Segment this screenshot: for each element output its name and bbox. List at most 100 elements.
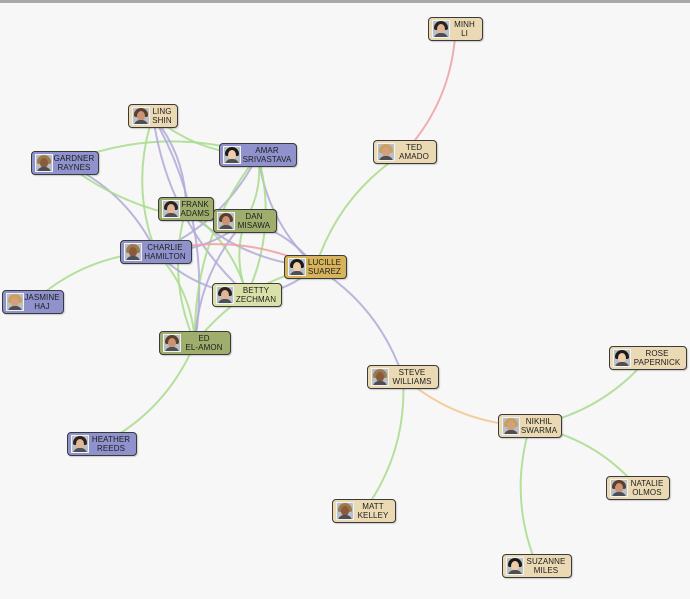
avatar-icon [610,479,628,497]
first-name: SUZANNE [526,557,566,566]
edge-ling-charlie [141,115,157,253]
last-name: REEDS [96,444,126,453]
avatar-icon [432,20,450,38]
last-name: MISAWA [237,221,271,230]
avatar-icon [6,293,24,311]
first-name: NIKHIL [525,417,553,426]
first-name: JASMINE [24,293,60,302]
avatar-icon [124,243,142,261]
last-name: MILES [533,566,559,575]
avatar-icon [336,502,354,520]
top-border [0,0,690,3]
avatar-icon [35,154,53,172]
first-name: FRANK [181,200,209,209]
first-name: GARDNER [53,154,95,163]
first-name: DAN [245,212,263,221]
first-name: MINH [454,20,475,29]
last-name: HAJ [34,302,50,311]
edge-heather-ed [101,342,196,445]
last-name: ADAMS [180,209,210,218]
first-name: NATALIE [630,479,664,488]
avatar-icon [502,417,520,435]
avatar-icon [217,212,235,230]
first-name: LUCILLE [307,258,342,267]
edge-ling-frank [152,115,188,210]
first-name: MATT [362,502,384,511]
first-name: TED [405,143,423,152]
avatar-icon [377,143,395,161]
last-name: HAMILTON [144,252,186,261]
first-name: BETTY [242,286,270,295]
last-name: SHIN [152,116,172,125]
avatar-icon [162,200,180,218]
edge-lucille-steve [314,266,404,378]
first-name: CHARLIE [147,243,183,252]
avatar-icon [223,146,241,164]
avatar-icon [216,286,234,304]
last-name: ZECHMAN [235,295,277,304]
last-name: SUAREZ [307,267,342,276]
first-name: STEVE [398,368,426,377]
last-name: SRIVASTAVA [242,155,292,164]
edge-steve-matt [363,376,405,512]
edge-nikhil-suzanne [519,425,538,567]
last-name: OLMOS [632,488,662,497]
last-name: WILLIAMS [392,377,432,386]
last-name: SWARMA [520,426,558,435]
first-name: HEATHER [91,435,131,444]
first-name: LING [152,107,172,116]
edge-frank-ed [177,208,196,344]
edge-minh-ted [404,28,457,153]
first-name: AMAR [255,146,279,155]
last-name: EL-AMON [185,343,223,352]
first-name: ED [198,334,210,343]
avatar-icon [71,435,89,453]
last-name: RAYNES [57,163,91,172]
last-name: PAPERNICK [633,358,681,367]
avatar-icon [506,557,524,575]
avatar-icon [132,107,150,125]
avatar-icon [613,349,631,367]
last-name: KELLEY [357,511,389,520]
last-name: AMADO [399,152,429,161]
first-name: ROSE [645,349,669,358]
avatar-icon [288,258,306,276]
